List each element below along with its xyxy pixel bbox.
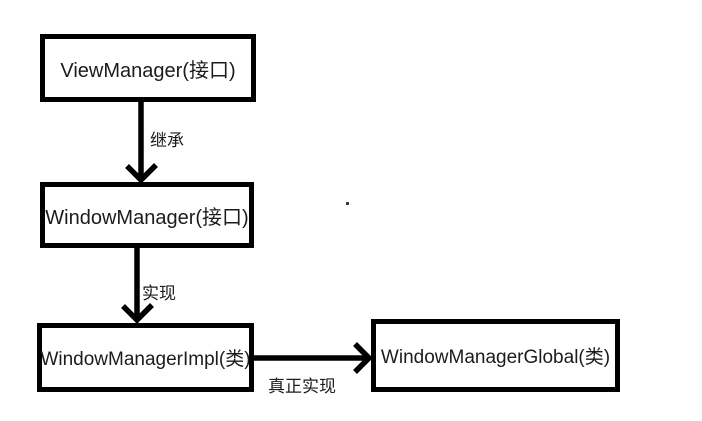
edge-label-implement: 实现 — [142, 284, 176, 303]
arrow-real-implement — [253, 342, 373, 374]
edge-label-real-implement: 真正实现 — [268, 377, 336, 396]
stray-dot-artifact — [346, 202, 349, 205]
node-viewmanager: ViewManager(接口) — [40, 34, 256, 102]
node-windowmanager: WindowManager(接口) — [40, 182, 254, 248]
node-windowmanagerimpl: WindowManagerImpl(类) — [37, 323, 254, 392]
edge-label-inherit: 继承 — [150, 131, 184, 150]
node-viewmanager-label: ViewManager(接口) — [60, 59, 236, 82]
node-windowmanagerimpl-label: WindowManagerImpl(类) — [40, 349, 251, 370]
node-windowmanagerglobal-label: WindowManagerGlobal(类) — [380, 347, 611, 368]
node-windowmanagerglobal: WindowManagerGlobal(类) — [371, 319, 620, 392]
node-windowmanager-label: WindowManager(接口) — [45, 206, 249, 229]
